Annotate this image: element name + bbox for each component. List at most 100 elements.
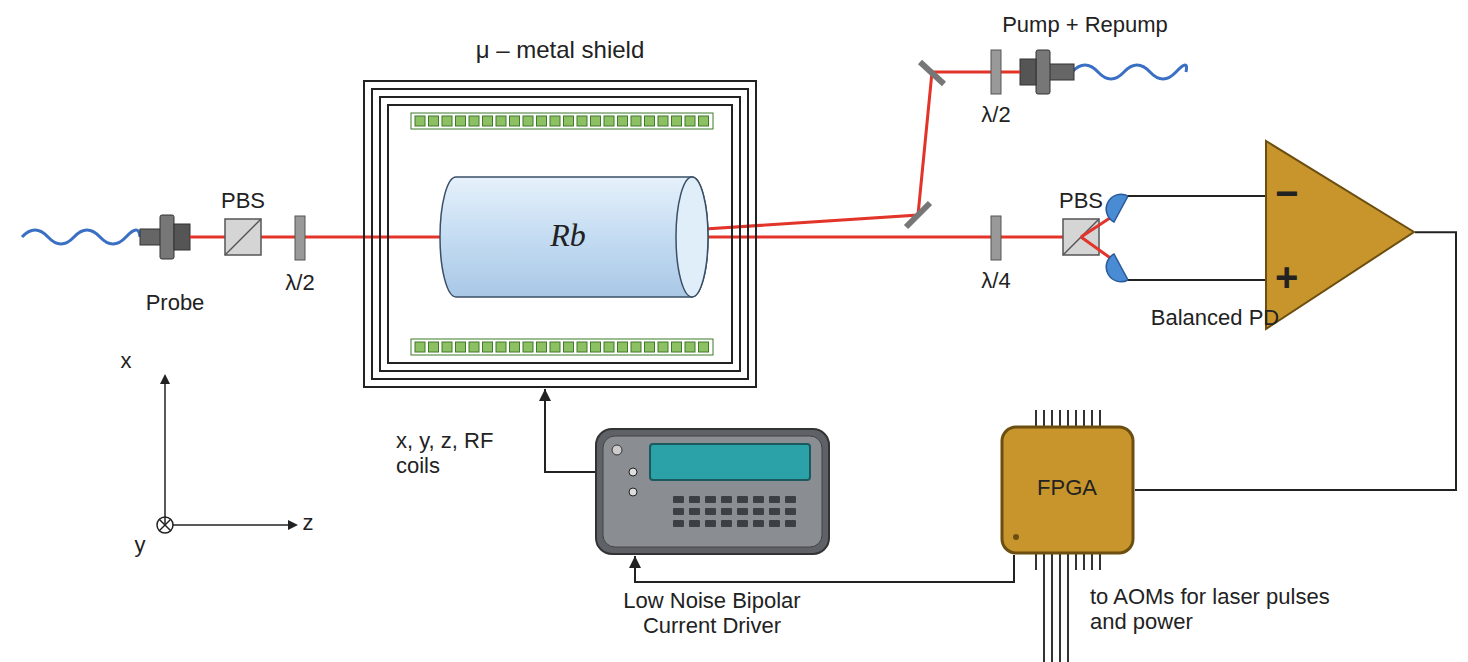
- coil-winding: [564, 342, 574, 352]
- pbs-cube: [225, 219, 261, 255]
- coil-winding: [483, 116, 493, 126]
- coil-winding: [645, 116, 655, 126]
- vapor-cell-body: [440, 177, 708, 297]
- driver-key: [753, 496, 764, 503]
- coil-winding: [564, 116, 574, 126]
- coil-winding: [658, 342, 668, 352]
- component-label: PBS: [1059, 188, 1103, 213]
- photodiode: [1106, 254, 1265, 282]
- driver-key: [737, 508, 748, 515]
- axes: [157, 376, 296, 533]
- coil-winding: [631, 342, 641, 352]
- driver-key: [689, 508, 700, 515]
- shield-layer: [388, 105, 732, 363]
- component-label: λ/2: [285, 270, 314, 295]
- mu-metal-shield: μ – metal shieldRb: [363, 80, 757, 388]
- driver-key: [769, 520, 780, 527]
- balanced-amplifier: −+: [1265, 140, 1415, 330]
- node-text: −: [1275, 170, 1298, 216]
- coil-winding: [658, 116, 668, 126]
- coil-winding: [672, 116, 682, 126]
- chip-dot: [1013, 534, 1019, 540]
- coil-winding: [442, 116, 452, 126]
- rb-vapor-cell: Rb: [440, 175, 710, 299]
- fpga-chip: FPGA: [1000, 425, 1135, 555]
- photodiode: [1106, 194, 1265, 222]
- axis-label: z: [303, 510, 314, 535]
- coil-winding: [577, 116, 587, 126]
- driver-face: [603, 436, 822, 547]
- driver-key: [785, 520, 796, 527]
- coil-winding: [537, 342, 547, 352]
- coil-winding: [456, 342, 466, 352]
- component-label: PBS: [221, 188, 265, 213]
- coil-winding: [537, 116, 547, 126]
- coil-winding: [469, 116, 479, 126]
- vapor-cell-window: [676, 177, 708, 297]
- driver-key: [721, 496, 732, 503]
- driver-port: [629, 488, 637, 496]
- coil-winding: [550, 342, 560, 352]
- driver-key: [705, 508, 716, 515]
- coil-winding: [523, 342, 533, 352]
- probe-collimator: [140, 215, 190, 259]
- coil-winding: [699, 116, 709, 126]
- coil-frame: [411, 113, 713, 129]
- driver-key: [721, 508, 732, 515]
- coil-winding: [604, 342, 614, 352]
- pump-fiber: [1072, 65, 1187, 79]
- shield-layer: [364, 81, 756, 387]
- coil-winding: [415, 116, 425, 126]
- axis-label: x: [121, 348, 132, 373]
- coil-winding: [483, 342, 493, 352]
- coil-winding: [523, 116, 533, 126]
- node-text: μ – metal shield: [476, 36, 645, 64]
- half-wave-plate: [295, 216, 305, 260]
- driver-key: [705, 496, 716, 503]
- coil-winding: [429, 342, 439, 352]
- driver-key: [785, 496, 796, 503]
- driver-case: [596, 429, 829, 554]
- laser-label: Probe: [146, 290, 205, 315]
- driver-key: [689, 496, 700, 503]
- node-text: FPGA: [1037, 475, 1097, 500]
- driver-key: [673, 496, 684, 503]
- driver-key: [689, 520, 700, 527]
- coil-winding: [591, 342, 601, 352]
- probe-beam: [700, 236, 1063, 239]
- driver-key: [705, 520, 716, 527]
- shield-layer: [380, 97, 740, 371]
- driver-key: [737, 520, 748, 527]
- axis-label: y: [135, 532, 146, 557]
- coil-label: x, y, z, RF coils: [396, 428, 514, 479]
- half-wave-plate: [991, 50, 1001, 94]
- signal-wire: [635, 555, 1014, 582]
- amplifier-triangle: [1266, 141, 1414, 329]
- driver-key: [785, 508, 796, 515]
- coil-winding: [496, 342, 506, 352]
- coil-winding: [456, 116, 466, 126]
- driver-key: [769, 508, 780, 515]
- driver-key: [721, 520, 732, 527]
- coil-winding: [591, 116, 601, 126]
- coil-winding: [510, 342, 520, 352]
- detector-label: Balanced PD: [1151, 305, 1279, 330]
- coil-winding: [550, 116, 560, 126]
- balanced-amplifier-outline: [1265, 140, 1415, 330]
- quarter-wave-plate: [991, 216, 1001, 260]
- driver-knob: [612, 445, 622, 455]
- component-label: λ/4: [981, 268, 1010, 293]
- fpga-chip: [1002, 427, 1133, 553]
- driver-key: [737, 496, 748, 503]
- coil-winding: [618, 116, 628, 126]
- coil-frame: [411, 339, 713, 355]
- coil-winding: [469, 342, 479, 352]
- probe-fiber: [22, 230, 140, 244]
- coil-winding: [685, 116, 695, 126]
- node-text: Low Noise Bipolar Current Driver: [602, 588, 822, 639]
- coil-winding: [618, 342, 628, 352]
- driver-key: [673, 520, 684, 527]
- output-note: to AOMs for laser pulses and power: [1090, 584, 1340, 635]
